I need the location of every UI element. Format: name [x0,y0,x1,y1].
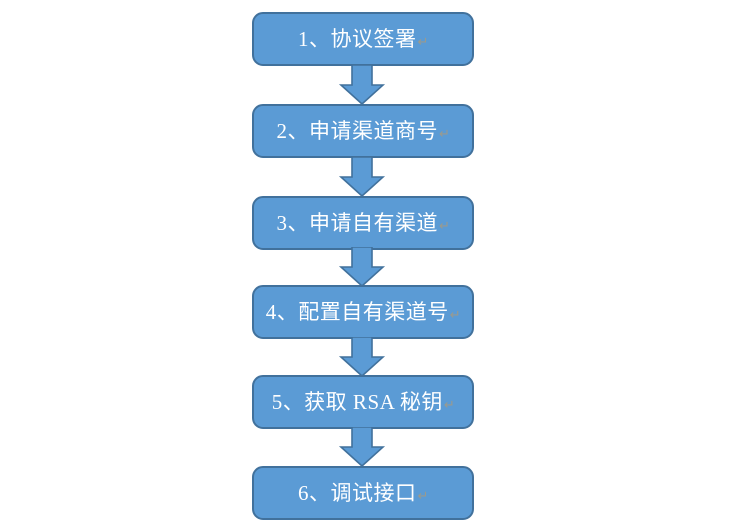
flow-node-4-label: 4、配置自有渠道号 [265,299,449,324]
flow-node-2-label: 2、申请渠道商号 [276,118,439,143]
paragraph-mark-icon: ↵ [443,397,456,413]
flow-arrow-1-2 [336,65,388,105]
paragraph-mark-icon: ↵ [417,34,429,50]
down-arrow-icon [338,247,386,287]
flow-node-6[interactable]: 6、调试接口↵ [252,466,474,520]
flow-node-1-label: 1、协议签署 [298,26,417,51]
flow-node-3-label: 3、申请自有渠道 [276,210,439,235]
down-arrow-icon [338,65,386,105]
paragraph-mark-icon: ↵ [449,307,462,323]
flow-node-5[interactable]: 5、获取 RSA 秘钥↵ [252,375,474,429]
flow-node-1[interactable]: 1、协议签署↵ [252,12,474,66]
down-arrow-icon [338,427,386,467]
flow-arrow-4-5 [336,337,388,377]
paragraph-mark-icon: ↵ [439,126,451,142]
flow-node-4[interactable]: 4、配置自有渠道号↵ [252,285,474,339]
flow-arrow-3-4 [336,247,388,287]
down-arrow-icon [338,157,386,197]
flow-node-5-label: 5、获取 RSA 秘钥 [271,389,443,414]
flow-arrow-5-6 [336,427,388,467]
flow-node-6-label: 6、调试接口 [298,480,417,505]
flow-arrow-2-3 [336,157,388,197]
down-arrow-icon [338,337,386,377]
flow-node-2[interactable]: 2、申请渠道商号↵ [252,104,474,158]
flow-node-3[interactable]: 3、申请自有渠道↵ [252,196,474,250]
paragraph-mark-icon: ↵ [439,218,451,234]
paragraph-mark-icon: ↵ [417,488,429,504]
